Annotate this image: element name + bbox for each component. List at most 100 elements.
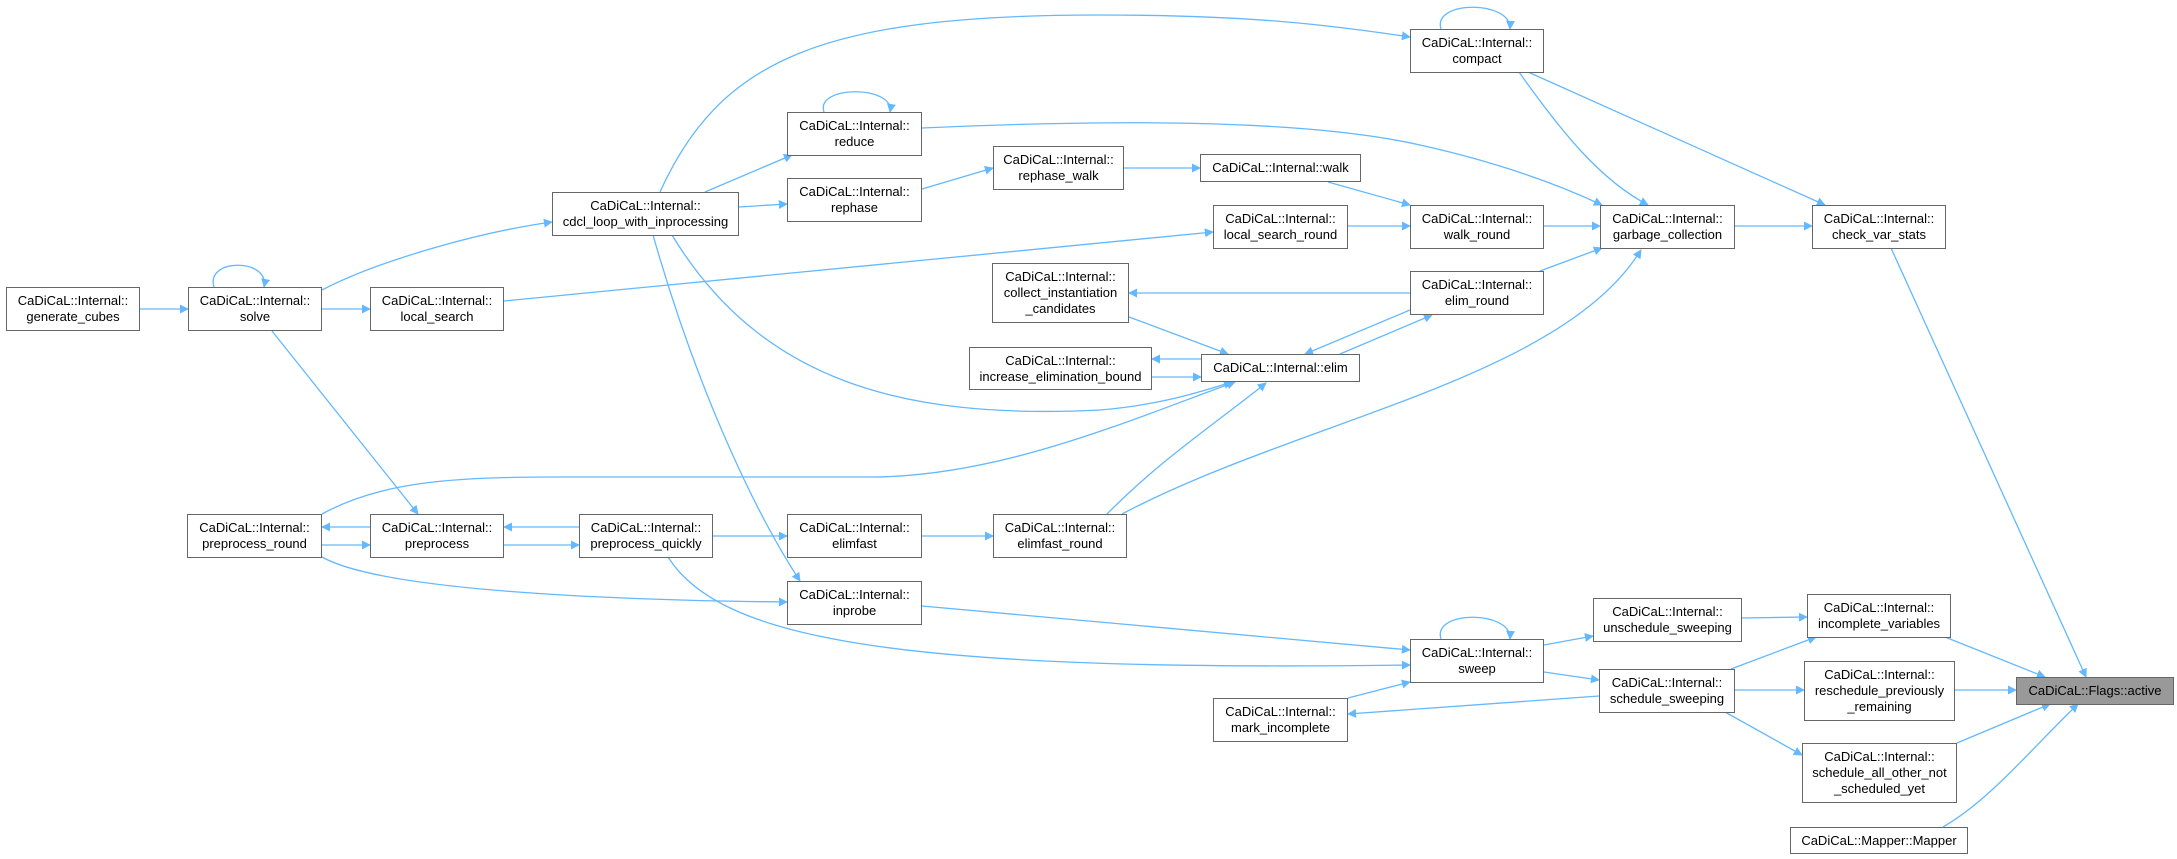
node-collect-instantiation-candidates[interactable]: CaDiCaL::Internal::collect_instantiation… (992, 263, 1129, 323)
edge-preprocess_round-elim (321, 380, 1236, 515)
edge-solve-cdcl (321, 218, 553, 291)
node-rephase-walk[interactable]: CaDiCaL::Internal::rephase_walk (993, 146, 1124, 190)
edge-cdcl-elim (671, 234, 1233, 413)
node-preprocess-round[interactable]: CaDiCaL::Internal::preprocess_round (187, 514, 322, 558)
node-label-line: schedule_sweeping (1609, 691, 1725, 706)
node-mark-incomplete[interactable]: CaDiCaL::Internal::mark_incomplete (1213, 698, 1348, 742)
edge-mark_incomplete-sweep (1347, 679, 1411, 699)
node-label-line: reschedule_previously (1814, 683, 1945, 698)
node-label-line: CaDiCaL::Internal:: (1421, 35, 1533, 50)
node-label-line: increase_elimination_bound (979, 368, 1142, 384)
node-label-line: local_search (400, 309, 474, 324)
node-walk[interactable]: CaDiCaL::Internal::walk (1200, 154, 1361, 182)
node-label-line: CaDiCaL::Internal:: (799, 587, 910, 602)
edge-reduce-self (822, 91, 896, 113)
node-label-line: CaDiCaL::Internal:: (590, 520, 702, 535)
edge-sweep-unschedule_sweeping (1543, 633, 1594, 646)
node-solve[interactable]: CaDiCaL::Internal::solve (188, 287, 322, 331)
node-sweep[interactable]: CaDiCaL::Internal::sweep (1410, 639, 1544, 683)
node-label-line: walk_round (1443, 227, 1511, 242)
node-label-line: solve (239, 309, 271, 324)
node-label-line: CaDiCaL::Internal:: (1005, 269, 1116, 284)
node-rephase[interactable]: CaDiCaL::Internal::rephase (787, 178, 922, 222)
edge-compact-garbage_collection (1518, 71, 1649, 206)
edge-schedule_all-active (1956, 702, 2051, 744)
node-garbage-collection[interactable]: CaDiCaL::Internal::garbage_collection (1600, 205, 1735, 249)
edge-cdcl-compact (659, 14, 1411, 193)
node-label-line: sweep (1458, 661, 1496, 676)
node-local-search[interactable]: CaDiCaL::Internal::local_search (370, 287, 504, 331)
edge-unschedule_sweeping-incomplete_variables (1741, 612, 1808, 622)
edge-local_search-local_search_round (503, 228, 1214, 302)
node-label-line: CaDiCaL::Internal::walk (1212, 160, 1349, 175)
node-label-line: check_var_stats (1832, 227, 1926, 242)
node-label-line: generate_cubes (26, 309, 120, 324)
edge-cdcl-inprobe (652, 234, 801, 582)
node-compact[interactable]: CaDiCaL::Internal::compact (1410, 29, 1544, 73)
node-label-line: CaDiCaL::Internal:: (1421, 277, 1533, 292)
node-elimfast[interactable]: CaDiCaL::Internal::elimfast (787, 514, 922, 558)
edge-sweep-schedule_sweeping (1543, 671, 1600, 684)
node-unschedule-sweeping[interactable]: CaDiCaL::Internal::unschedule_sweeping (1593, 598, 1742, 642)
node-schedule-all-other-not-scheduled-yet[interactable]: CaDiCaL::Internal::schedule_all_other_no… (1802, 743, 1957, 803)
node-label-line: CaDiCaL::Internal:: (17, 293, 129, 308)
node-elimfast-round[interactable]: CaDiCaL::Internal::elimfast_round (993, 514, 1127, 558)
node-preprocess[interactable]: CaDiCaL::Internal::preprocess (370, 514, 504, 558)
edge-mapper-active (1942, 703, 2079, 828)
node-label-line: CaDiCaL::Internal:: (381, 520, 493, 535)
node-increase-elimination-bound[interactable]: CaDiCaL::Internal::increase_elimination_… (969, 347, 1152, 390)
edge-check_var_stats-active (1890, 247, 2087, 678)
node-label-line: CaDiCaL::Internal:: (799, 184, 910, 199)
edge-collect-elim (1128, 316, 1229, 356)
node-label-line: CaDiCaL::Internal:: (1611, 675, 1723, 690)
node-label-line: elim_round (1444, 293, 1510, 308)
node-local-search-round[interactable]: CaDiCaL::Internal::local_search_round (1213, 205, 1348, 249)
node-schedule-sweeping[interactable]: CaDiCaL::Internal::schedule_sweeping (1599, 669, 1735, 713)
node-label-line: CaDiCaL::Internal:: (199, 293, 311, 308)
node-label-line: reduce (834, 134, 875, 149)
node-elim[interactable]: CaDiCaL::Internal::elim (1201, 354, 1360, 382)
node-inprobe[interactable]: CaDiCaL::Internal::inprobe (787, 581, 922, 625)
edge-elimfast_round-garbage_collection (1121, 249, 1642, 515)
node-label-line: _candidates (1025, 301, 1096, 316)
node-label-line: CaDiCaL::Internal:: (1421, 645, 1533, 660)
node-check-var-stats[interactable]: CaDiCaL::Internal::check_var_stats (1812, 205, 1946, 249)
node-label-line: incomplete_variables (1817, 616, 1941, 631)
edge-preprocess_round-inprobe (321, 556, 788, 607)
node-cdcl-loop-with-inprocessing[interactable]: CaDiCaL::Internal::cdcl_loop_with_inproc… (552, 192, 739, 236)
edge-rephase-rephase_walk (921, 165, 994, 190)
node-label-line: preprocess_round (202, 536, 307, 551)
node-incomplete-variables[interactable]: CaDiCaL::Internal::incomplete_variables (1807, 594, 1951, 638)
node-label-line: CaDiCaL::Mapper::Mapper (1801, 832, 1957, 848)
node-label-line: CaDiCaL::Internal:: (1421, 211, 1533, 226)
node-label-line: inprobe (832, 603, 877, 618)
edge-elim_round-elim (1304, 309, 1411, 356)
node-label-line: _scheduled_yet (1833, 781, 1926, 796)
node-label-line: CaDiCaL::Internal:: (381, 293, 493, 308)
node-label-line: CaDiCaL::Internal:: (1225, 704, 1336, 719)
node-generate-cubes[interactable]: CaDiCaL::Internal::generate_cubes (6, 287, 140, 331)
node-mapper[interactable]: CaDiCaL::Mapper::Mapper (1790, 827, 1968, 854)
node-label-line: CaDiCaL::Internal:: (1823, 600, 1935, 615)
node-elim-round[interactable]: CaDiCaL::Internal::elim_round (1410, 271, 1544, 315)
edge-elimfast_round-elim (1106, 382, 1267, 515)
node-label-line: CaDiCaL::Internal:: (1005, 352, 1116, 368)
node-label-line: CaDiCaL::Internal:: (1225, 211, 1336, 226)
node-label-line: preprocess (404, 536, 470, 551)
node-reschedule-previously-remaining[interactable]: CaDiCaL::Internal::reschedule_previously… (1804, 661, 1955, 721)
node-label-line: rephase (831, 200, 878, 215)
node-walk-round[interactable]: CaDiCaL::Internal::walk_round (1410, 205, 1544, 249)
edge-sweep-self (1439, 616, 1516, 640)
node-flags-active[interactable]: CaDiCaL::Flags::active (2016, 677, 2174, 705)
node-preprocess-quickly[interactable]: CaDiCaL::Internal::preprocess_quickly (579, 514, 713, 558)
edge-walk-walk_round (1327, 181, 1411, 208)
edge-preprocess_quickly-sweep (667, 556, 1411, 670)
node-label-line: schedule_all_other_not (1812, 765, 1947, 780)
node-label-line: CaDiCaL::Internal:: (1824, 667, 1935, 682)
edge-solve-self (212, 264, 271, 288)
node-label-line: CaDiCaL::Internal:: (1824, 749, 1935, 764)
node-label-line: _remaining (1847, 699, 1912, 714)
node-reduce[interactable]: CaDiCaL::Internal::reduce (787, 112, 922, 156)
